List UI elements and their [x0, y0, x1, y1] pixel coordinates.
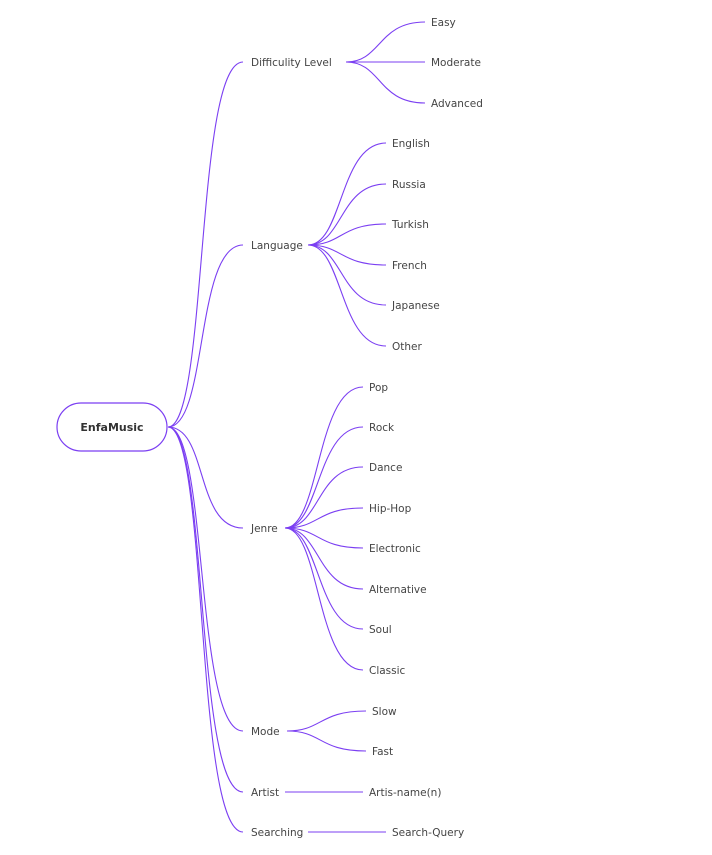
root-node[interactable]: EnfaMusic	[56, 402, 168, 452]
edge-jenre-to-pop	[284, 386, 364, 529]
root-node-box	[56, 402, 168, 452]
branch-node-language[interactable]: Language	[251, 240, 303, 252]
leaf-node-hip-hop[interactable]: Hip-Hop	[369, 503, 412, 515]
branch-node-artist[interactable]: Artist	[251, 787, 279, 799]
edge-jenre-to-classic	[284, 527, 364, 671]
edge-root-to-jenre	[167, 426, 244, 529]
edge-jenre-to-dance	[284, 466, 364, 529]
edge-jenre-to-alternative	[284, 527, 364, 590]
leaf-node-search-query[interactable]: Search-Query	[392, 827, 464, 839]
edge-jenre-to-rock	[284, 426, 364, 529]
branch-node-searching[interactable]: Searching	[251, 827, 303, 839]
leaf-node-english[interactable]: English	[392, 138, 430, 150]
edge-language-to-japanese	[307, 244, 387, 306]
edge-difficulity-level-to-advanced	[345, 61, 426, 104]
leaf-node-soul[interactable]: Soul	[369, 624, 392, 636]
edge-jenre-to-soul	[284, 527, 364, 630]
leaf-node-pop[interactable]: Pop	[369, 382, 388, 394]
leaf-node-russia[interactable]: Russia	[392, 179, 426, 191]
leaf-node-fast[interactable]: Fast	[372, 746, 393, 758]
leaf-node-rock[interactable]: Rock	[369, 422, 395, 434]
leaf-node-classic[interactable]: Classic	[369, 665, 406, 677]
edge-root-to-artist	[167, 426, 244, 793]
edge-language-to-turkish	[307, 223, 387, 246]
leaf-node-alternative[interactable]: Alternative	[369, 584, 427, 596]
branch-node-difficulity-level[interactable]: Difficulity Level	[251, 57, 332, 69]
edge-jenre-to-hip-hop	[284, 507, 364, 529]
leaf-node-french[interactable]: French	[392, 260, 427, 272]
edge-difficulity-level-to-easy	[345, 21, 426, 63]
edge-mode-to-fast	[286, 730, 367, 752]
leaf-node-slow[interactable]: Slow	[372, 706, 397, 718]
leaf-node-japanese[interactable]: Japanese	[391, 300, 440, 312]
leaf-node-artis-name-n[interactable]: Artis-name(n)	[369, 787, 441, 799]
edge-root-to-language	[167, 244, 244, 428]
mind-map-edges	[167, 21, 426, 833]
edge-jenre-to-electronic	[284, 527, 364, 549]
edge-language-to-russia	[307, 183, 387, 246]
leaf-node-electronic[interactable]: Electronic	[369, 543, 421, 555]
branch-node-jenre[interactable]: Jenre	[250, 523, 278, 535]
edge-mode-to-slow	[286, 710, 367, 732]
edge-root-to-searching	[167, 426, 244, 833]
edge-language-to-english	[307, 142, 387, 246]
leaf-node-other[interactable]: Other	[392, 341, 422, 353]
leaf-node-advanced[interactable]: Advanced	[431, 98, 483, 110]
edge-root-to-difficulity-level	[167, 61, 244, 428]
leaf-node-turkish[interactable]: Turkish	[391, 219, 429, 231]
edge-language-to-french	[307, 244, 387, 266]
edge-language-to-other	[307, 244, 387, 347]
root-node-label: EnfaMusic	[80, 421, 143, 434]
leaf-node-moderate[interactable]: Moderate	[431, 57, 481, 69]
edge-root-to-mode	[167, 426, 244, 732]
branch-node-mode[interactable]: Mode	[251, 726, 280, 738]
leaf-node-dance[interactable]: Dance	[369, 462, 402, 474]
leaf-node-easy[interactable]: Easy	[431, 17, 456, 29]
mind-map-nodes: Difficulity Level EasyModerateAdvancedLan…	[250, 17, 483, 839]
